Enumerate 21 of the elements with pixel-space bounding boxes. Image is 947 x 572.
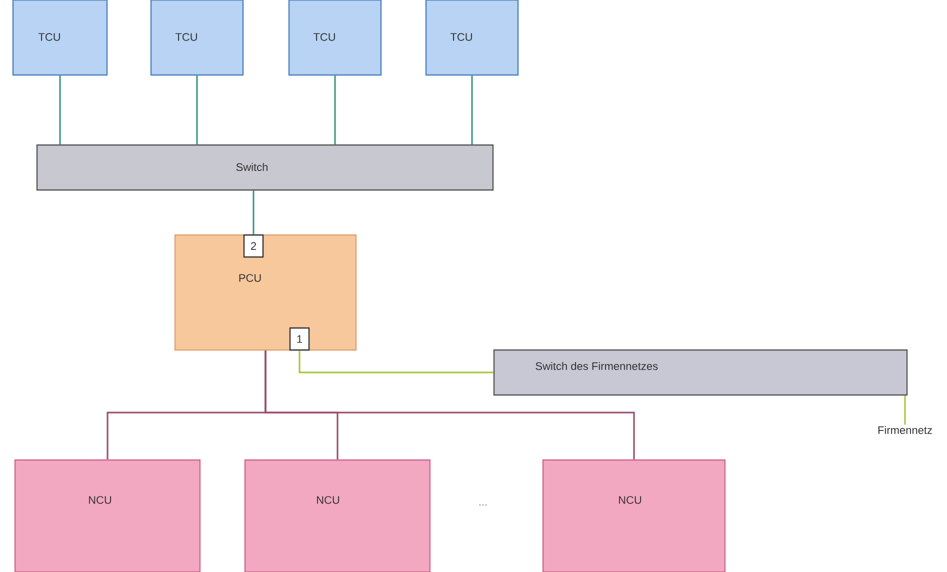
connector-line <box>264 350 635 460</box>
switch-box: Switch <box>36 144 494 191</box>
connector-line <box>252 190 254 234</box>
connector-line <box>904 396 906 425</box>
switch-box: Switch des Firmennetzes <box>493 349 908 396</box>
connector-line <box>298 350 494 374</box>
port-box: 1 <box>289 327 310 351</box>
tcu-box: TCU <box>150 0 244 76</box>
ellipsis: ... <box>479 504 487 506</box>
ncu-box: NCU <box>14 459 201 572</box>
tcu-box: TCU <box>12 0 108 76</box>
tcu-box: TCU <box>425 0 519 76</box>
connector-line <box>196 76 198 144</box>
ncu-box: NCU <box>542 459 726 572</box>
connector-line <box>59 76 61 144</box>
port-box: 2 <box>243 234 264 258</box>
firmennetz-label: Firmennetz <box>878 426 932 434</box>
ncu-box: NCU <box>244 459 431 572</box>
connector-line <box>334 76 336 144</box>
connector-line <box>471 76 473 144</box>
tcu-box: TCU <box>288 0 382 76</box>
